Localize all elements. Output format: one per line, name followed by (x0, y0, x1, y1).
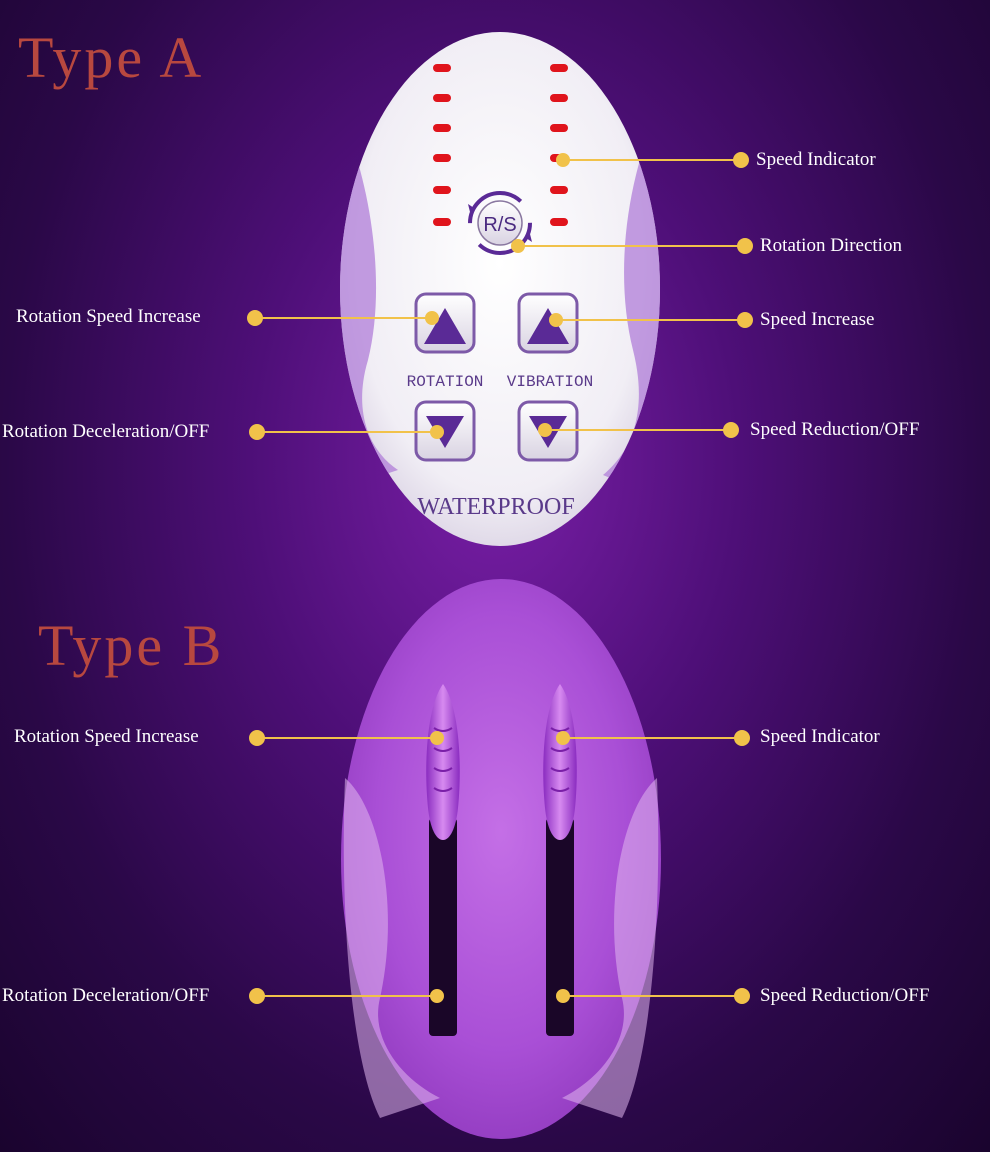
led-column-left (433, 64, 451, 226)
right-slider-track (546, 818, 574, 1036)
triangle-down-icon (426, 416, 464, 448)
type-b-rotation-speed-increase-label: Rotation Speed Increase (14, 726, 199, 747)
type-a-rotation-speed-increase-label: Rotation Speed Increase (16, 306, 201, 327)
type-a-speed-increase-label: Speed Increase (760, 309, 875, 330)
type-a-rotation-deceleration-label: Rotation Deceleration/OFF (2, 421, 210, 442)
type-a-speed-reduction-label: Speed Reduction/OFF (750, 419, 920, 440)
rotation-down-button[interactable] (414, 400, 476, 462)
type-b-speed-indicator-label: Speed Indicator (760, 726, 880, 747)
type-a-rotation-direction-label: Rotation Direction (760, 235, 902, 256)
left-slider-track (429, 818, 457, 1036)
vibration-label: VIBRATION (507, 373, 593, 391)
type-b-speed-reduction-label: Speed Reduction/OFF (760, 985, 930, 1006)
vibration-up-button[interactable] (517, 292, 579, 354)
rs-button-label: R/S (483, 214, 516, 236)
right-slider-knob[interactable] (543, 684, 577, 840)
rotation-label: ROTATION (407, 373, 484, 391)
rotation-up-button[interactable] (414, 292, 476, 354)
type-b-remote (341, 579, 661, 1139)
left-slider-knob[interactable] (426, 684, 460, 840)
type-a-speed-indicator-label: Speed Indicator (756, 149, 876, 170)
type-a-title: Type A (18, 25, 205, 90)
triangle-up-icon (424, 308, 466, 344)
triangle-up-icon (527, 308, 569, 344)
waterproof-label: WATERPROOF (417, 494, 574, 520)
type-b-title: Type B (38, 613, 225, 678)
type-b-rotation-deceleration-label: Rotation Deceleration/OFF (2, 985, 210, 1006)
rs-button[interactable]: R/S (468, 191, 532, 255)
